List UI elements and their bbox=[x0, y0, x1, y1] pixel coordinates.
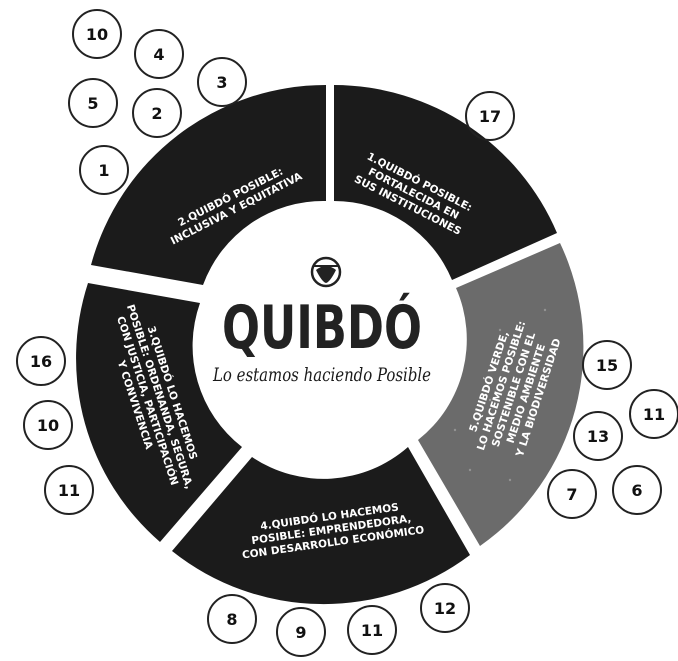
segment-3-ordenada bbox=[76, 283, 242, 542]
number-label: 6 bbox=[631, 481, 642, 500]
number-label: 10 bbox=[86, 25, 108, 44]
number-circle: 15 bbox=[582, 340, 632, 390]
number-label: 5 bbox=[87, 94, 98, 113]
number-circle: 2 bbox=[132, 88, 182, 138]
quibdo-logo-text: QUIBDÓ bbox=[222, 292, 422, 363]
number-circle: 17 bbox=[465, 91, 515, 141]
number-label: 7 bbox=[566, 485, 577, 504]
segment-4-emprendedora bbox=[172, 447, 470, 605]
number-circle: 13 bbox=[573, 411, 623, 461]
number-circle: 7 bbox=[547, 469, 597, 519]
number-circle: 4 bbox=[134, 29, 184, 79]
number-label: 4 bbox=[153, 45, 164, 64]
number-circle: 10 bbox=[23, 400, 73, 450]
number-label: 9 bbox=[295, 623, 306, 642]
texture-pattern bbox=[453, 308, 547, 482]
number-circles: 10 4 3 5 2 1 17 16 bbox=[16, 9, 678, 657]
number-label: 2 bbox=[151, 104, 162, 123]
number-label: 12 bbox=[434, 599, 456, 618]
segment-1-fortalecida bbox=[334, 85, 557, 280]
number-circle: 10 bbox=[72, 9, 122, 59]
number-label: 1 bbox=[98, 161, 109, 180]
number-label: 8 bbox=[226, 610, 237, 629]
number-label: 15 bbox=[596, 356, 618, 375]
segment-2-inclusiva bbox=[91, 84, 326, 285]
number-circle: 11 bbox=[347, 605, 397, 655]
number-circle: 11 bbox=[44, 465, 94, 515]
number-circle: 8 bbox=[207, 594, 257, 644]
number-circle: 11 bbox=[629, 389, 678, 439]
number-circle: 16 bbox=[16, 336, 66, 386]
number-label: 16 bbox=[30, 352, 52, 371]
slogan-text: Lo estamos haciendo Posible bbox=[212, 364, 431, 386]
number-circle: 6 bbox=[612, 465, 662, 515]
number-circle: 12 bbox=[420, 583, 470, 633]
number-circle: 5 bbox=[68, 78, 118, 128]
number-label: 13 bbox=[587, 427, 609, 446]
number-circle: 3 bbox=[197, 57, 247, 107]
segment-5-verde bbox=[418, 243, 584, 546]
number-label: 11 bbox=[58, 481, 80, 500]
number-circle: 1 bbox=[79, 145, 129, 195]
number-label: 11 bbox=[361, 621, 383, 640]
number-label: 17 bbox=[479, 107, 501, 126]
number-label: 11 bbox=[643, 405, 665, 424]
number-circle: 9 bbox=[276, 607, 326, 657]
number-label: 3 bbox=[216, 73, 227, 92]
emblem-icon bbox=[310, 256, 342, 288]
number-label: 10 bbox=[37, 416, 59, 435]
